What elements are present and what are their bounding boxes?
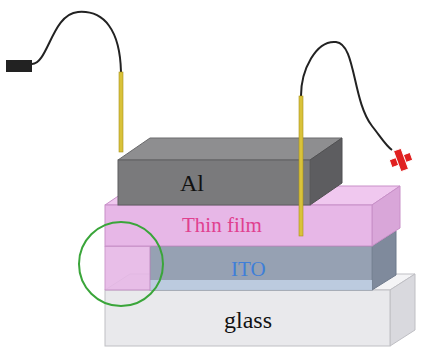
ito-glow (150, 280, 372, 290)
film-front (105, 205, 372, 246)
negative-wire (32, 12, 121, 72)
glass-front (105, 290, 390, 346)
substrate-layer: glass (220, 307, 276, 333)
negative-probe (119, 72, 123, 152)
plus-bar (393, 148, 408, 171)
glass-side (390, 274, 415, 346)
film-edge-cover (105, 246, 150, 290)
layer-label: glass (224, 307, 272, 333)
positive-probe (299, 96, 303, 236)
positive-wire (301, 42, 392, 150)
al-top (118, 138, 342, 160)
layer-label: Al (180, 170, 204, 196)
film-layer: Thin film (178, 214, 266, 237)
ito-front (150, 246, 372, 290)
layer-label: Thin film (182, 214, 262, 237)
highlight-circle (79, 222, 163, 306)
ito-layer: ITO (227, 258, 270, 281)
al-front (118, 160, 310, 205)
minus-symbol (6, 60, 32, 72)
electrode-layer: Al (176, 170, 208, 196)
plus-symbol (387, 146, 415, 174)
film-side (372, 186, 400, 246)
layer-label: ITO (231, 258, 266, 281)
al-side (310, 138, 342, 205)
